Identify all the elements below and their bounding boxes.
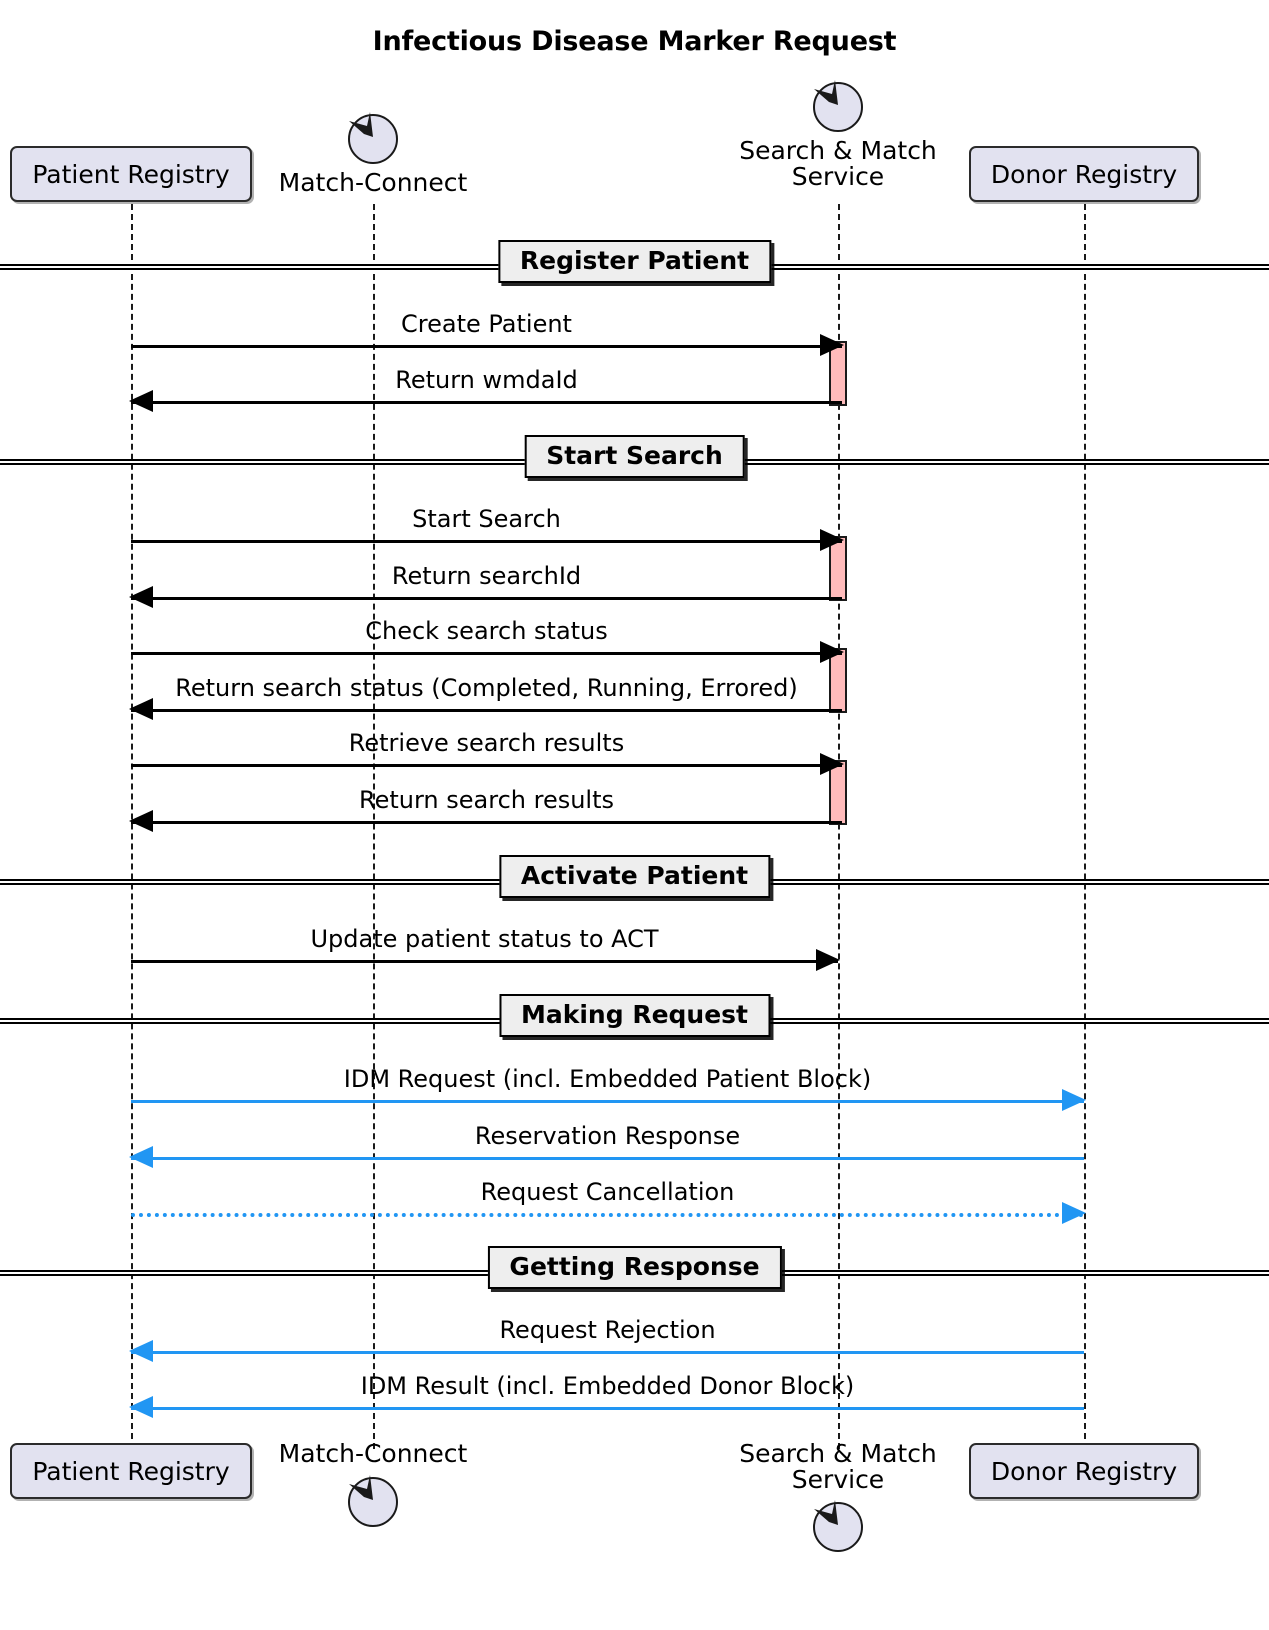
- message-line: [131, 709, 842, 712]
- participant-patient-registry-header[interactable]: Patient Registry: [10, 146, 252, 202]
- message-label: Reservation Response: [474, 1122, 741, 1150]
- arrowhead-left-icon: [129, 1340, 153, 1362]
- arrowhead-left-icon: [129, 586, 153, 608]
- arrowhead-right-icon: [820, 753, 844, 775]
- participant-label: Patient Registry: [32, 159, 230, 189]
- message-label: Return searchId: [391, 562, 582, 590]
- participant-match-connect-footer[interactable]: Match-Connect: [271, 1441, 475, 1533]
- message-label: Return wmdaId: [395, 366, 578, 394]
- arrowhead-left-icon: [129, 390, 153, 412]
- message-line: [131, 597, 842, 600]
- message-label: Return search results: [358, 786, 615, 814]
- arrowhead-left-icon: [129, 1396, 153, 1418]
- message-line: [131, 1100, 1084, 1103]
- section-label: Register Patient: [497, 240, 772, 284]
- section-label: Getting Response: [487, 1246, 782, 1290]
- section-divider-register-patient: Register Patient: [0, 240, 1269, 294]
- participant-label: Donor Registry: [990, 159, 1178, 189]
- participant-label: Match-Connect: [278, 168, 468, 197]
- message-line: [131, 540, 842, 543]
- message-line: [131, 652, 842, 655]
- section-label: Start Search: [524, 435, 745, 479]
- message-label: IDM Request (incl. Embedded Patient Bloc…: [343, 1065, 872, 1093]
- message-line: [131, 764, 842, 767]
- control-circle-icon: [808, 1492, 868, 1558]
- participant-donor-registry-footer[interactable]: Donor Registry: [969, 1443, 1199, 1499]
- message-label: Return search status (Completed, Running…: [175, 674, 798, 702]
- participant-label: Match-Connect: [278, 1439, 468, 1468]
- section-label: Activate Patient: [498, 855, 771, 899]
- message-label: Check search status: [365, 617, 608, 645]
- message-line: [131, 1157, 1084, 1160]
- section-divider-start-search: Start Search: [0, 435, 1269, 489]
- arrowhead-right-icon: [820, 334, 844, 356]
- message-line: [131, 1351, 1084, 1354]
- message-label: Request Cancellation: [480, 1178, 735, 1206]
- message-line: [131, 1213, 1084, 1217]
- lifeline-donor-registry: [1084, 204, 1086, 1449]
- message-line: [131, 821, 842, 824]
- message-line: [131, 1407, 1084, 1410]
- participant-label: Patient Registry: [32, 1456, 230, 1486]
- section-label: Making Request: [498, 994, 771, 1038]
- arrowhead-right-icon: [816, 949, 840, 971]
- message-line: [131, 401, 842, 404]
- participant-label: Donor Registry: [990, 1456, 1178, 1486]
- participant-label: Search & Match Service: [739, 1439, 937, 1494]
- section-divider-activate-patient: Activate Patient: [0, 855, 1269, 909]
- control-circle-icon: [343, 1467, 403, 1533]
- message-label: Create Patient: [401, 310, 572, 338]
- lifeline-search-match-service: [838, 204, 840, 1449]
- participant-search-match-service-footer[interactable]: Search & Match Service: [728, 1441, 948, 1558]
- participant-label: Search & Match Service: [739, 136, 937, 191]
- arrowhead-right-icon: [820, 641, 844, 663]
- page-title: Infectious Disease Marker Request: [372, 26, 897, 57]
- participant-patient-registry-footer[interactable]: Patient Registry: [10, 1443, 252, 1499]
- section-divider-getting-response: Getting Response: [0, 1246, 1269, 1300]
- arrowhead-left-icon: [129, 810, 153, 832]
- participant-donor-registry-header[interactable]: Donor Registry: [969, 146, 1199, 202]
- control-circle-icon: [343, 104, 403, 170]
- arrowhead-right-icon: [1062, 1089, 1086, 1111]
- arrowhead-right-icon: [820, 529, 844, 551]
- message-label: Retrieve search results: [348, 729, 625, 757]
- participant-search-match-service-header[interactable]: Search & Match Service: [728, 72, 948, 189]
- lifeline-match-connect: [373, 204, 375, 1449]
- arrowhead-left-icon: [129, 1146, 153, 1168]
- message-label: IDM Result (incl. Embedded Donor Block): [360, 1372, 855, 1400]
- message-line: [131, 345, 842, 348]
- arrowhead-right-icon: [1062, 1202, 1086, 1224]
- message-line: [131, 960, 838, 963]
- section-divider-making-request: Making Request: [0, 994, 1269, 1048]
- message-label: Update patient status to ACT: [310, 925, 659, 953]
- participant-match-connect-header[interactable]: Match-Connect: [271, 104, 475, 196]
- message-label: Start Search: [412, 505, 561, 533]
- arrowhead-left-icon: [129, 698, 153, 720]
- message-label: Request Rejection: [499, 1316, 716, 1344]
- control-circle-icon: [808, 72, 868, 138]
